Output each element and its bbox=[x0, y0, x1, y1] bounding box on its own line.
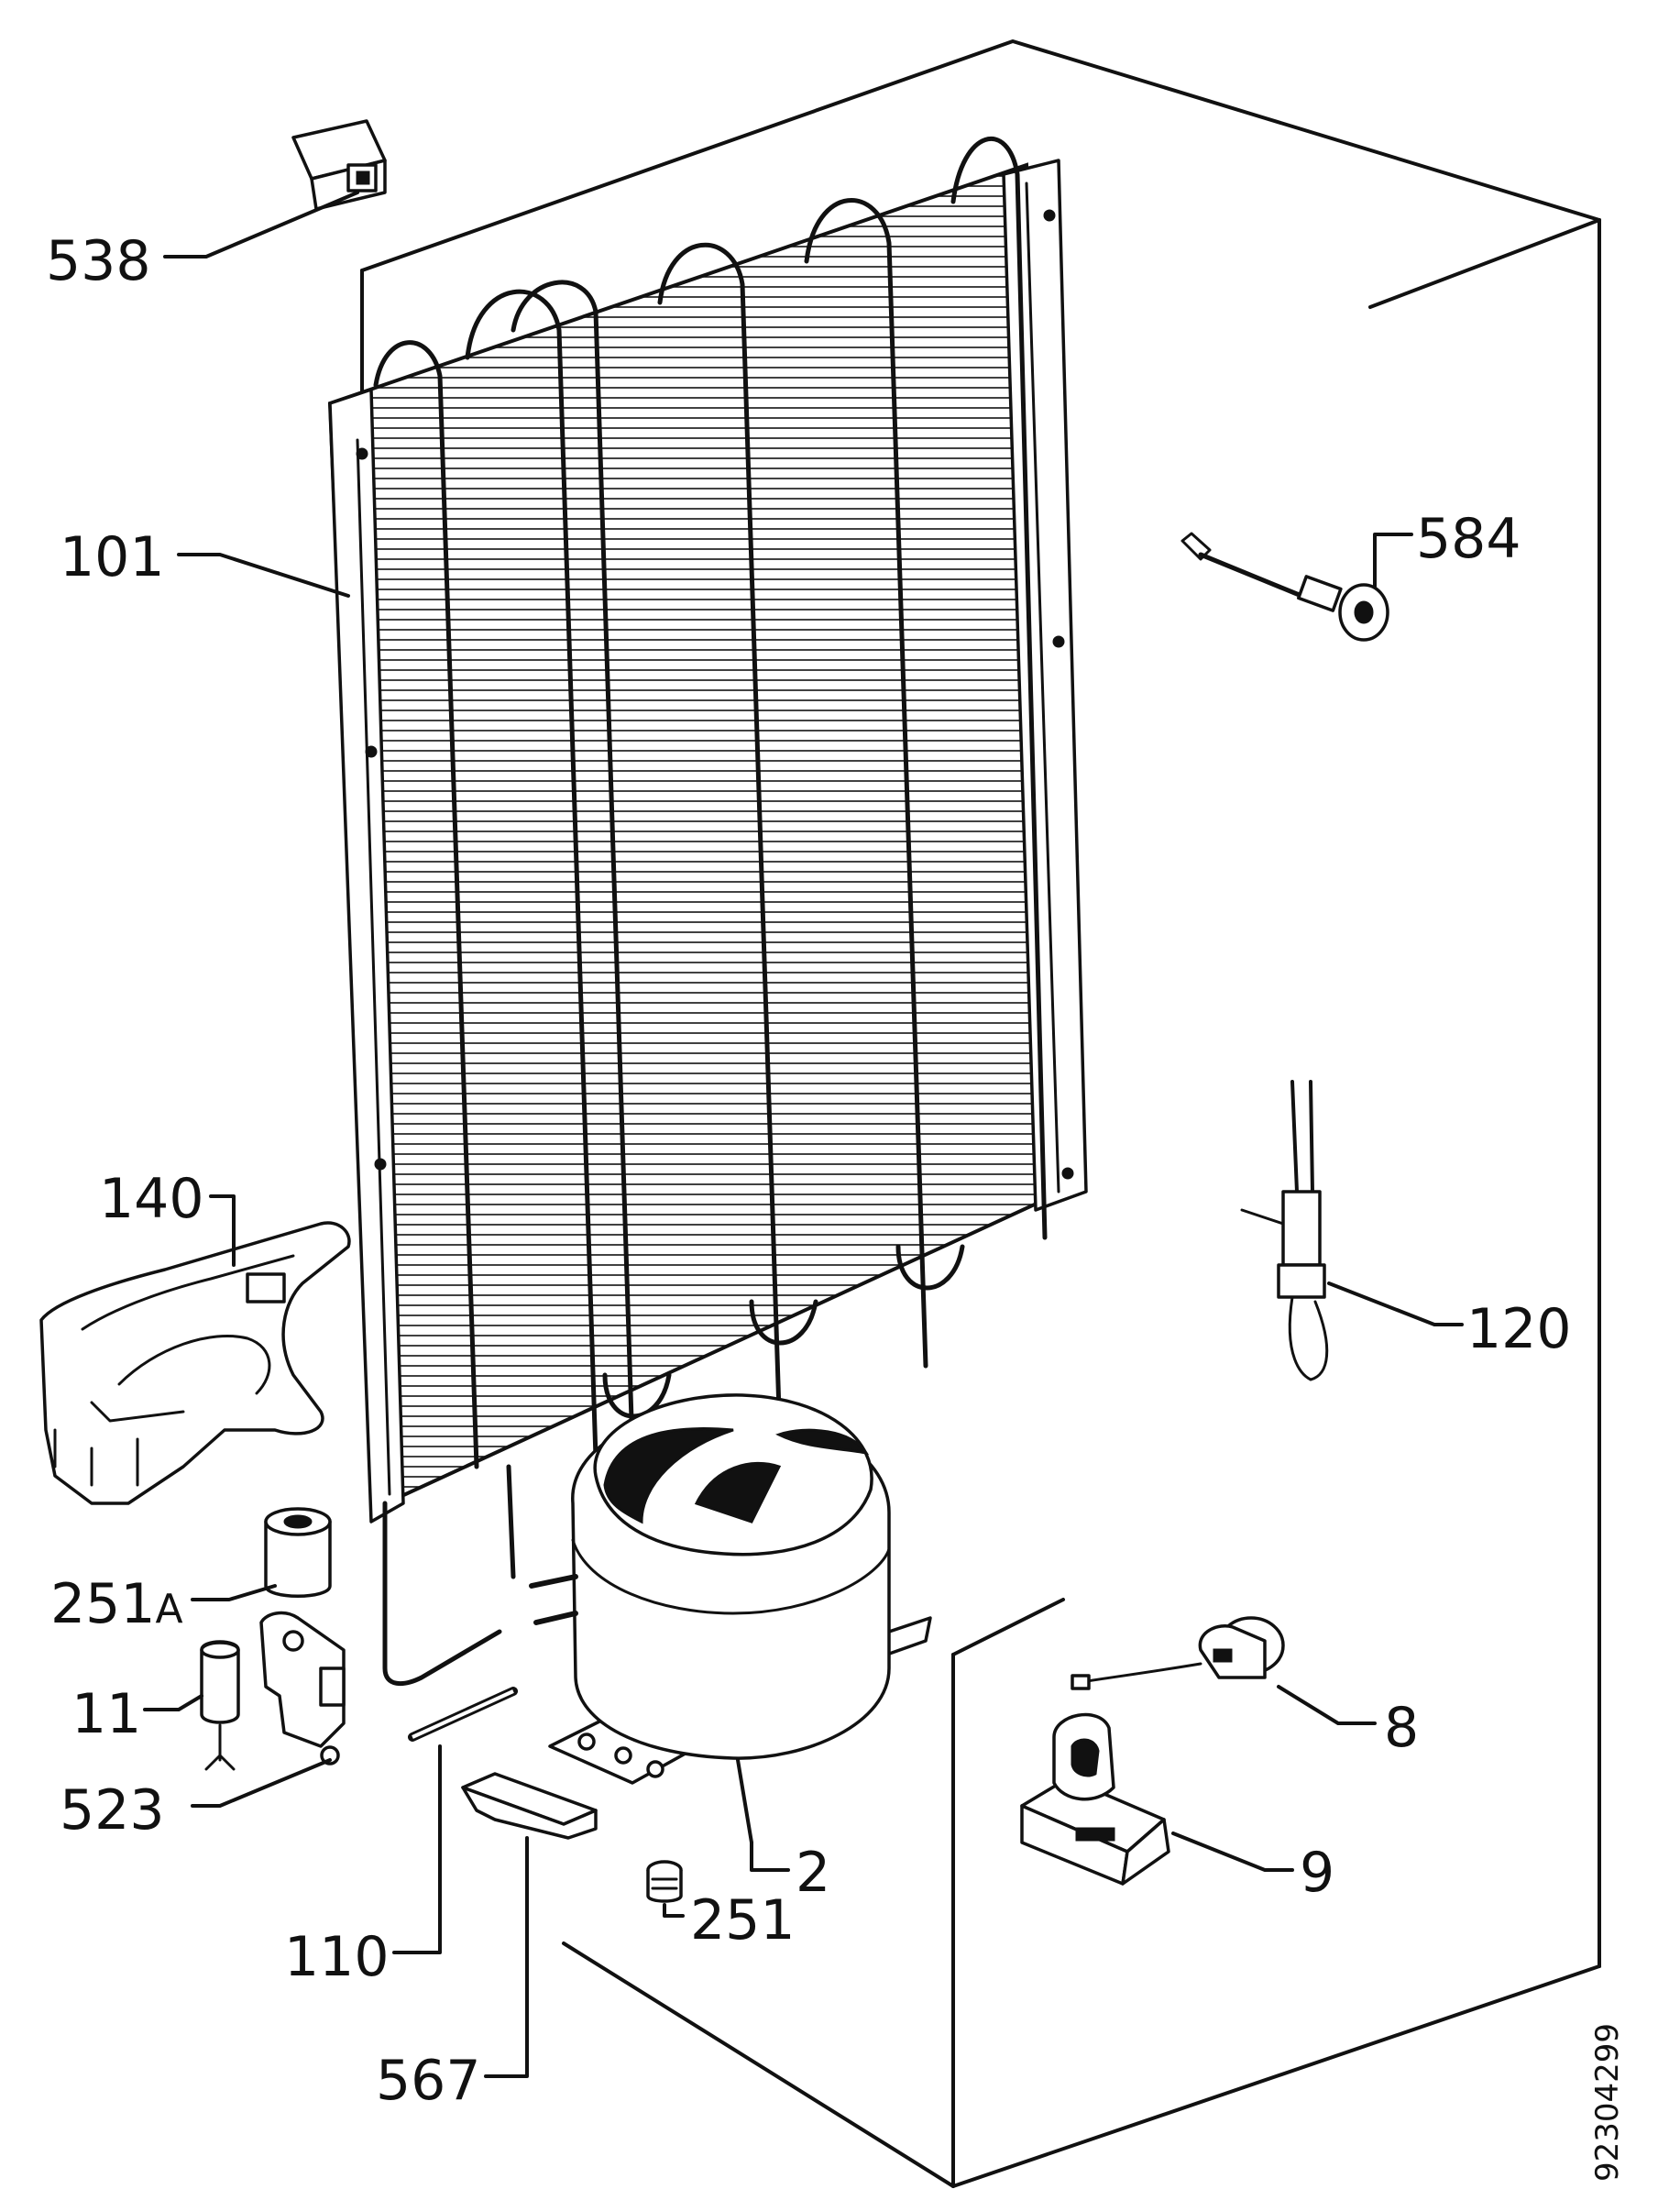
label-538: 538 bbox=[46, 229, 151, 293]
label-110: 110 bbox=[284, 1925, 390, 1989]
cabinet bbox=[360, 39, 1601, 2188]
label-523: 523 bbox=[60, 1778, 165, 1842]
label-251: 251 bbox=[690, 1888, 796, 1952]
protector-9 bbox=[1020, 1712, 1170, 1886]
starter-11 bbox=[200, 1640, 240, 1771]
sensor-120 bbox=[1240, 1080, 1329, 1381]
bracket-523 bbox=[259, 1611, 346, 1766]
label-2: 2 bbox=[796, 1841, 830, 1905]
label-567: 567 bbox=[376, 2049, 481, 2113]
condenser bbox=[327, 136, 1088, 1687]
label-8: 8 bbox=[1384, 1696, 1419, 1760]
label-251a: 251A bbox=[50, 1572, 183, 1636]
document-number: 92304299 bbox=[1589, 2023, 1626, 2182]
rubber-grommet bbox=[646, 1860, 683, 1903]
label-584: 584 bbox=[1416, 507, 1521, 571]
relay-8 bbox=[1071, 1616, 1285, 1690]
drier-tube bbox=[408, 1687, 518, 1742]
label-120: 120 bbox=[1466, 1297, 1572, 1361]
label-101: 101 bbox=[60, 525, 165, 589]
drip-tray bbox=[39, 1221, 351, 1505]
compressor bbox=[529, 1393, 932, 1785]
label-140: 140 bbox=[99, 1167, 204, 1231]
clamp-plate bbox=[461, 1772, 598, 1840]
part-584 bbox=[1180, 532, 1389, 642]
label-9: 9 bbox=[1300, 1841, 1334, 1905]
leader-lines bbox=[143, 191, 1464, 2078]
clip-538 bbox=[291, 119, 387, 211]
part-251a bbox=[264, 1507, 332, 1598]
label-11: 11 bbox=[71, 1682, 141, 1746]
